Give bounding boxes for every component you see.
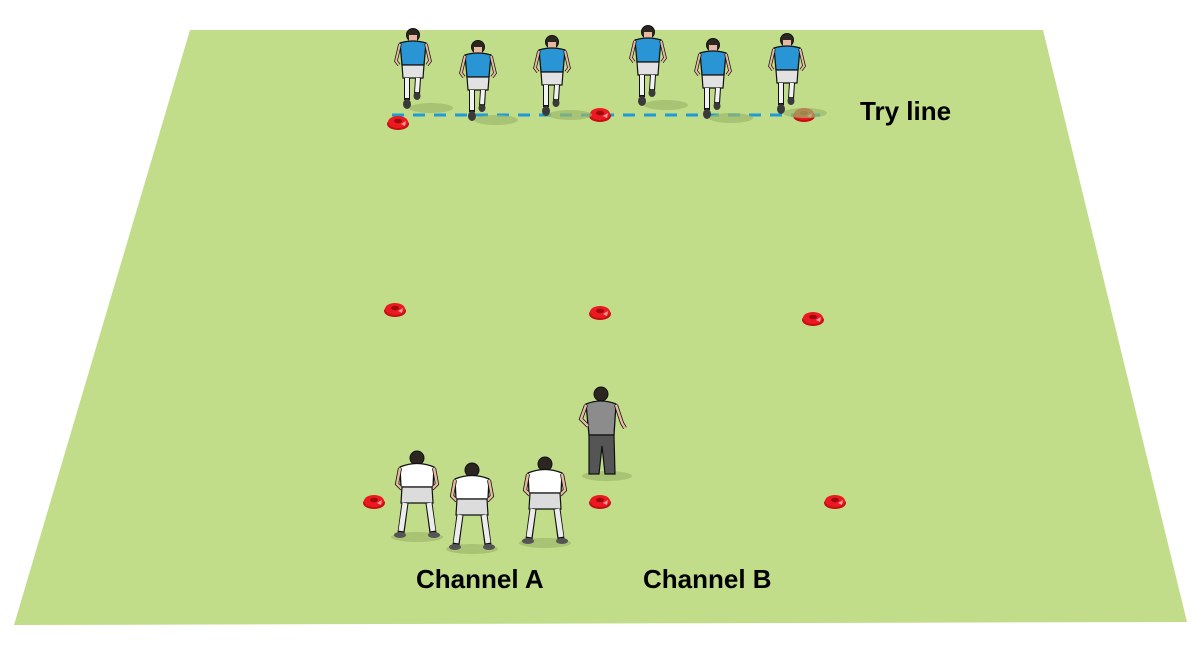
try-line-label: Try line [860, 96, 952, 126]
channel-b-label: Channel B [643, 564, 772, 594]
channel-a-label: Channel A [416, 564, 544, 594]
pitch [14, 30, 1187, 625]
